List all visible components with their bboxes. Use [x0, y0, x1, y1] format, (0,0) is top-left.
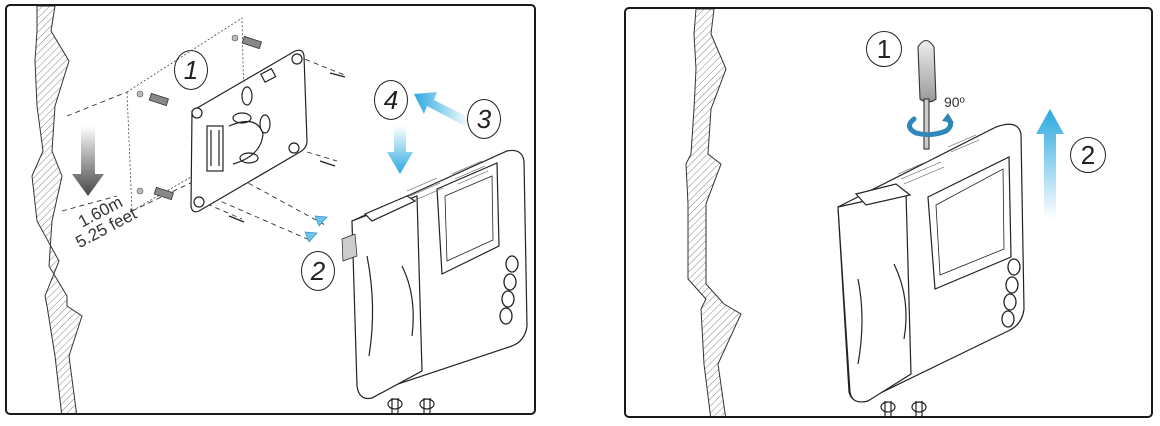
height-arrow-icon: [72, 126, 104, 196]
step-1-badge: 1: [866, 31, 902, 67]
rotation-angle-label: 90º: [944, 94, 965, 110]
wall-section-icon: [685, 9, 742, 416]
step-3-badge: 3: [467, 99, 501, 139]
lift-up-arrow-icon: [1036, 109, 1064, 219]
mounting-illustration: [31, 6, 528, 413]
move-toward-arrow-icon: [414, 92, 470, 126]
screwdriver-icon: [917, 39, 937, 150]
wall-section-icon: [31, 6, 83, 413]
step-2-badge: 2: [301, 251, 335, 291]
video-monitor-icon: [837, 123, 1025, 416]
removal-illustration: [685, 9, 1064, 416]
step-4-badge: 4: [374, 80, 408, 120]
mounting-instructions-panel: 1 2 3 4 1.60m 5.25 feet: [5, 4, 536, 415]
step-2-badge: 2: [1070, 137, 1106, 173]
slide-down-arrow-icon: [387, 126, 413, 174]
wall-mounting-plate-icon: [190, 49, 308, 213]
removal-instructions-panel: 1 2 90º: [624, 7, 1153, 418]
step-1-badge: 1: [174, 50, 208, 90]
video-monitor-icon: [341, 149, 528, 413]
rotation-arrow-icon: [907, 116, 954, 138]
